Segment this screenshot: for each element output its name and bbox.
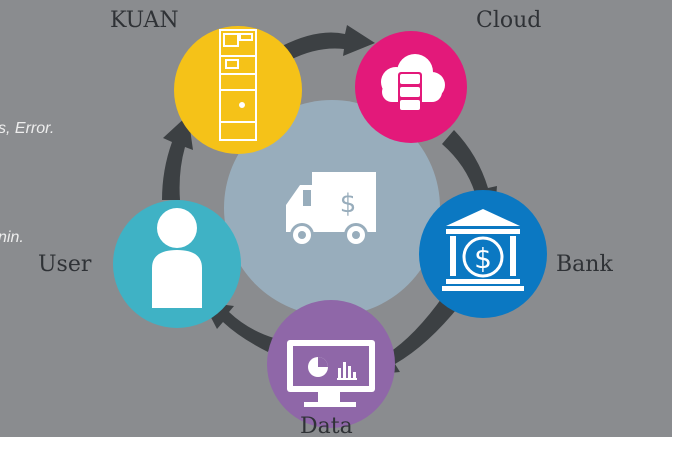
svg-text:$: $	[340, 189, 357, 219]
label-data: Data	[300, 414, 353, 439]
label-bank: Bank	[556, 252, 613, 277]
node-kuan	[174, 26, 302, 154]
kiosk-icon	[219, 29, 257, 141]
node-cloud	[355, 31, 467, 143]
label-kuan: KUAN	[110, 8, 179, 33]
arrow-data-to-user	[203, 302, 274, 352]
svg-text:$: $	[474, 242, 492, 275]
arrow-kuan-to-cloud	[282, 25, 375, 60]
node-user	[113, 200, 241, 328]
node-data	[267, 300, 395, 428]
monitor-chart-icon	[287, 340, 375, 407]
side-text-line-1: s, Error.	[0, 120, 55, 137]
label-user: User	[38, 252, 92, 277]
label-cloud: Cloud	[476, 8, 542, 33]
cloud-server-icon	[381, 54, 445, 112]
node-bank: $	[419, 190, 547, 318]
bank-icon: $	[442, 209, 524, 291]
cash-truck-icon: $	[286, 172, 376, 247]
arrow-user-to-kuan	[162, 115, 193, 200]
user-icon	[152, 208, 202, 308]
side-text-line-2: nin.	[0, 229, 24, 246]
